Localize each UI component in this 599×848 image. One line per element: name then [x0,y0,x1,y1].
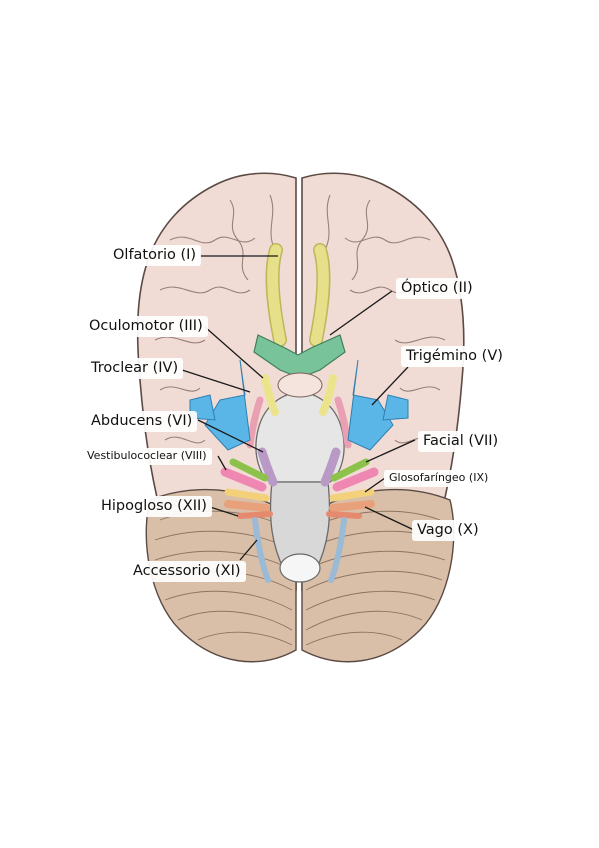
label-hipogloso: Hipogloso (XII) [96,496,212,517]
label-olfatorio: Olfatorio (I) [108,245,202,266]
spinal-cord-section [279,553,321,583]
facial-nerve [229,458,370,482]
olfactory-nerve [265,243,331,347]
optic-chiasm [253,334,346,379]
hypoglossal-nerve [237,511,362,519]
label-abducens: Abducens (VI) [86,411,198,432]
trochlear-nerve [246,396,352,449]
glossopharyngeal-nerve [224,488,375,502]
label-troclear: Troclear (IV) [86,358,184,379]
label-accessorio: Accessorio (XI) [128,561,246,582]
label-facial: Facial (VII) [418,431,504,452]
pituitary-stalk [277,372,323,398]
oculomotor-nerve [261,374,337,416]
label-optico: Óptico (II) [396,278,478,299]
vagus-nerve [224,500,375,512]
vestibulocochlear-nerve [220,467,379,492]
abducens-nerve [257,447,341,487]
leader-lines [181,255,416,561]
accessory-nerve [252,517,347,583]
label-glosofaringeo: Glosofaríngeo (IX) [384,470,494,487]
label-vago: Vago (X) [412,520,484,541]
label-oculomotor: Oculomotor (III) [84,316,208,337]
label-trigemino: Trigémino (V) [401,346,508,367]
label-vestibulococlear: Vestibulococlear (VIII) [82,448,212,465]
